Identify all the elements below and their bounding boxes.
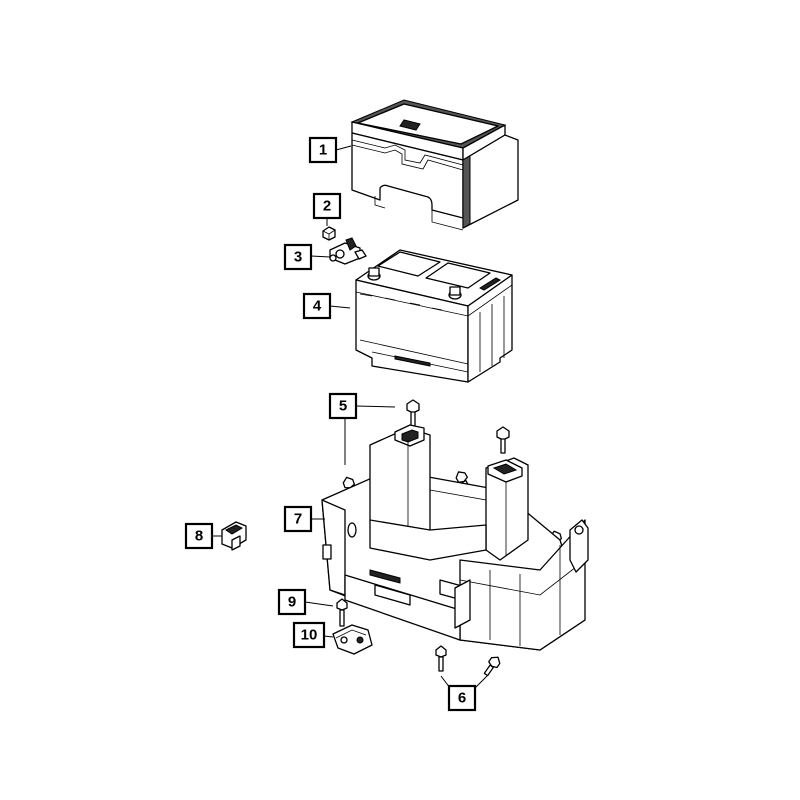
callout-2: 2 [312,192,342,220]
clip [221,521,247,551]
battery-tray [321,424,589,651]
bolt-icon [406,399,420,429]
battery [355,249,513,383]
callout-8: 8 [184,522,214,550]
svg-text:10: 10 [301,627,318,644]
callout-3: 3 [283,243,313,271]
callout-7: 7 [283,505,313,533]
svg-text:2: 2 [323,198,331,215]
callout-5: 5 [328,392,358,420]
screw [336,598,348,627]
callout-10: 10 [292,621,326,649]
battery-cover [350,99,519,231]
svg-text:7: 7 [294,511,302,528]
svg-text:8: 8 [195,528,203,545]
mounting-bolts [435,645,501,677]
terminal-nut [322,226,336,241]
bolt-icon [483,656,501,677]
svg-text:3: 3 [294,249,302,266]
battery-terminal [329,237,367,265]
svg-text:5: 5 [339,398,347,415]
callout-1: 1 [308,136,338,164]
svg-text:6: 6 [458,690,466,707]
callout-6: 6 [447,684,477,712]
bolt-icon [435,645,447,672]
bolt-icon [496,426,510,454]
svg-text:1: 1 [319,142,327,159]
leader-lines [212,145,488,689]
svg-text:4: 4 [313,298,322,315]
svg-text:9: 9 [288,594,296,611]
callout-9: 9 [277,588,307,616]
callout-4: 4 [302,292,332,320]
hold-down-bracket [332,624,373,655]
